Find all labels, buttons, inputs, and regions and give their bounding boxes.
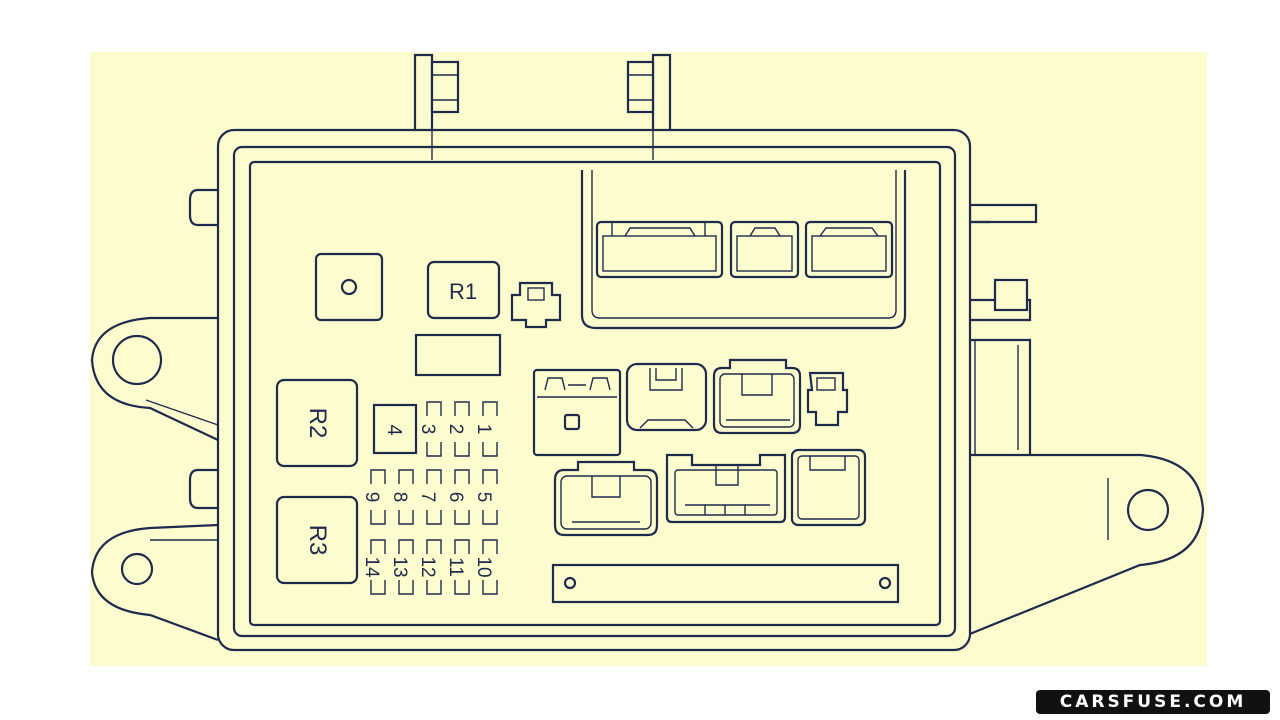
relay-r2-label: R2	[304, 408, 331, 439]
mini-fuse-label: 7	[417, 492, 438, 503]
mini-fuse-label: 6	[445, 492, 466, 503]
left-clip-upper	[188, 188, 218, 227]
mini-fuse-12: 12	[417, 539, 442, 595]
relay-r3-label: R3	[304, 525, 331, 556]
connector-c3	[712, 358, 802, 435]
top-tab-right	[626, 53, 672, 130]
fuse-4	[372, 403, 418, 455]
blank-slot	[414, 333, 502, 377]
mini-fuse-11: 11	[445, 539, 470, 595]
left-clip-lower	[188, 468, 218, 510]
mini-fuse-label: 5	[473, 492, 494, 503]
mini-fuse-label: 12	[417, 556, 438, 577]
connector-c5	[553, 460, 659, 537]
mini-fuse-2: 2	[445, 401, 470, 457]
connector-c7	[790, 448, 867, 527]
watermark-logo: carsfuse.com	[1036, 690, 1270, 714]
connector-block-top-right	[580, 170, 907, 330]
relay-r1-label: R1	[449, 279, 477, 304]
mini-fuse-label: 13	[389, 556, 410, 577]
relay-r3	[275, 495, 359, 585]
housing-panel	[248, 160, 942, 627]
mini-fuse-label: 14	[361, 556, 382, 578]
connector-c1	[532, 368, 622, 457]
mini-fuse-label: 3	[417, 424, 438, 435]
small-connector	[510, 281, 562, 329]
right-mounting-ear	[954, 203, 1205, 642]
terminal-bar	[551, 563, 900, 604]
mini-fuse-6: 6	[445, 469, 470, 525]
mini-fuse-1: 1	[473, 401, 498, 457]
mini-fuse-label: 8	[389, 492, 410, 503]
mini-fuse-label: 9	[361, 492, 382, 503]
mini-fuse-label: 10	[473, 556, 494, 577]
mini-fuse-8: 8	[389, 469, 414, 525]
top-tab-left	[413, 53, 460, 160]
mini-fuse-5: 5	[473, 469, 498, 525]
mini-fuse-label: 1	[473, 424, 494, 435]
left-lower-mounting-ear	[90, 523, 219, 642]
connector-c2	[625, 362, 708, 432]
connector-c6	[665, 453, 787, 524]
mini-fuse-10: 10	[473, 539, 498, 595]
connector-c4	[806, 371, 849, 427]
bolt-terminal	[314, 252, 384, 322]
mini-fuse-9: 9	[361, 469, 386, 525]
mini-fuse-label: 11	[445, 557, 466, 577]
relay-r2	[275, 378, 359, 468]
mini-fuse-3: 3	[417, 401, 442, 457]
mini-fuse-label: 2	[445, 424, 466, 435]
mini-fuse-7: 7	[417, 469, 442, 525]
mini-fuse-14: 14	[361, 539, 386, 595]
relay-r1	[426, 260, 501, 320]
mini-fuse-13: 13	[389, 539, 414, 595]
housing-inner	[232, 145, 957, 638]
housing-outer	[216, 128, 972, 652]
fuse-4-label: 4	[383, 424, 405, 435]
left-upper-mounting-ear	[90, 316, 219, 441]
bolt-hole	[340, 278, 358, 296]
